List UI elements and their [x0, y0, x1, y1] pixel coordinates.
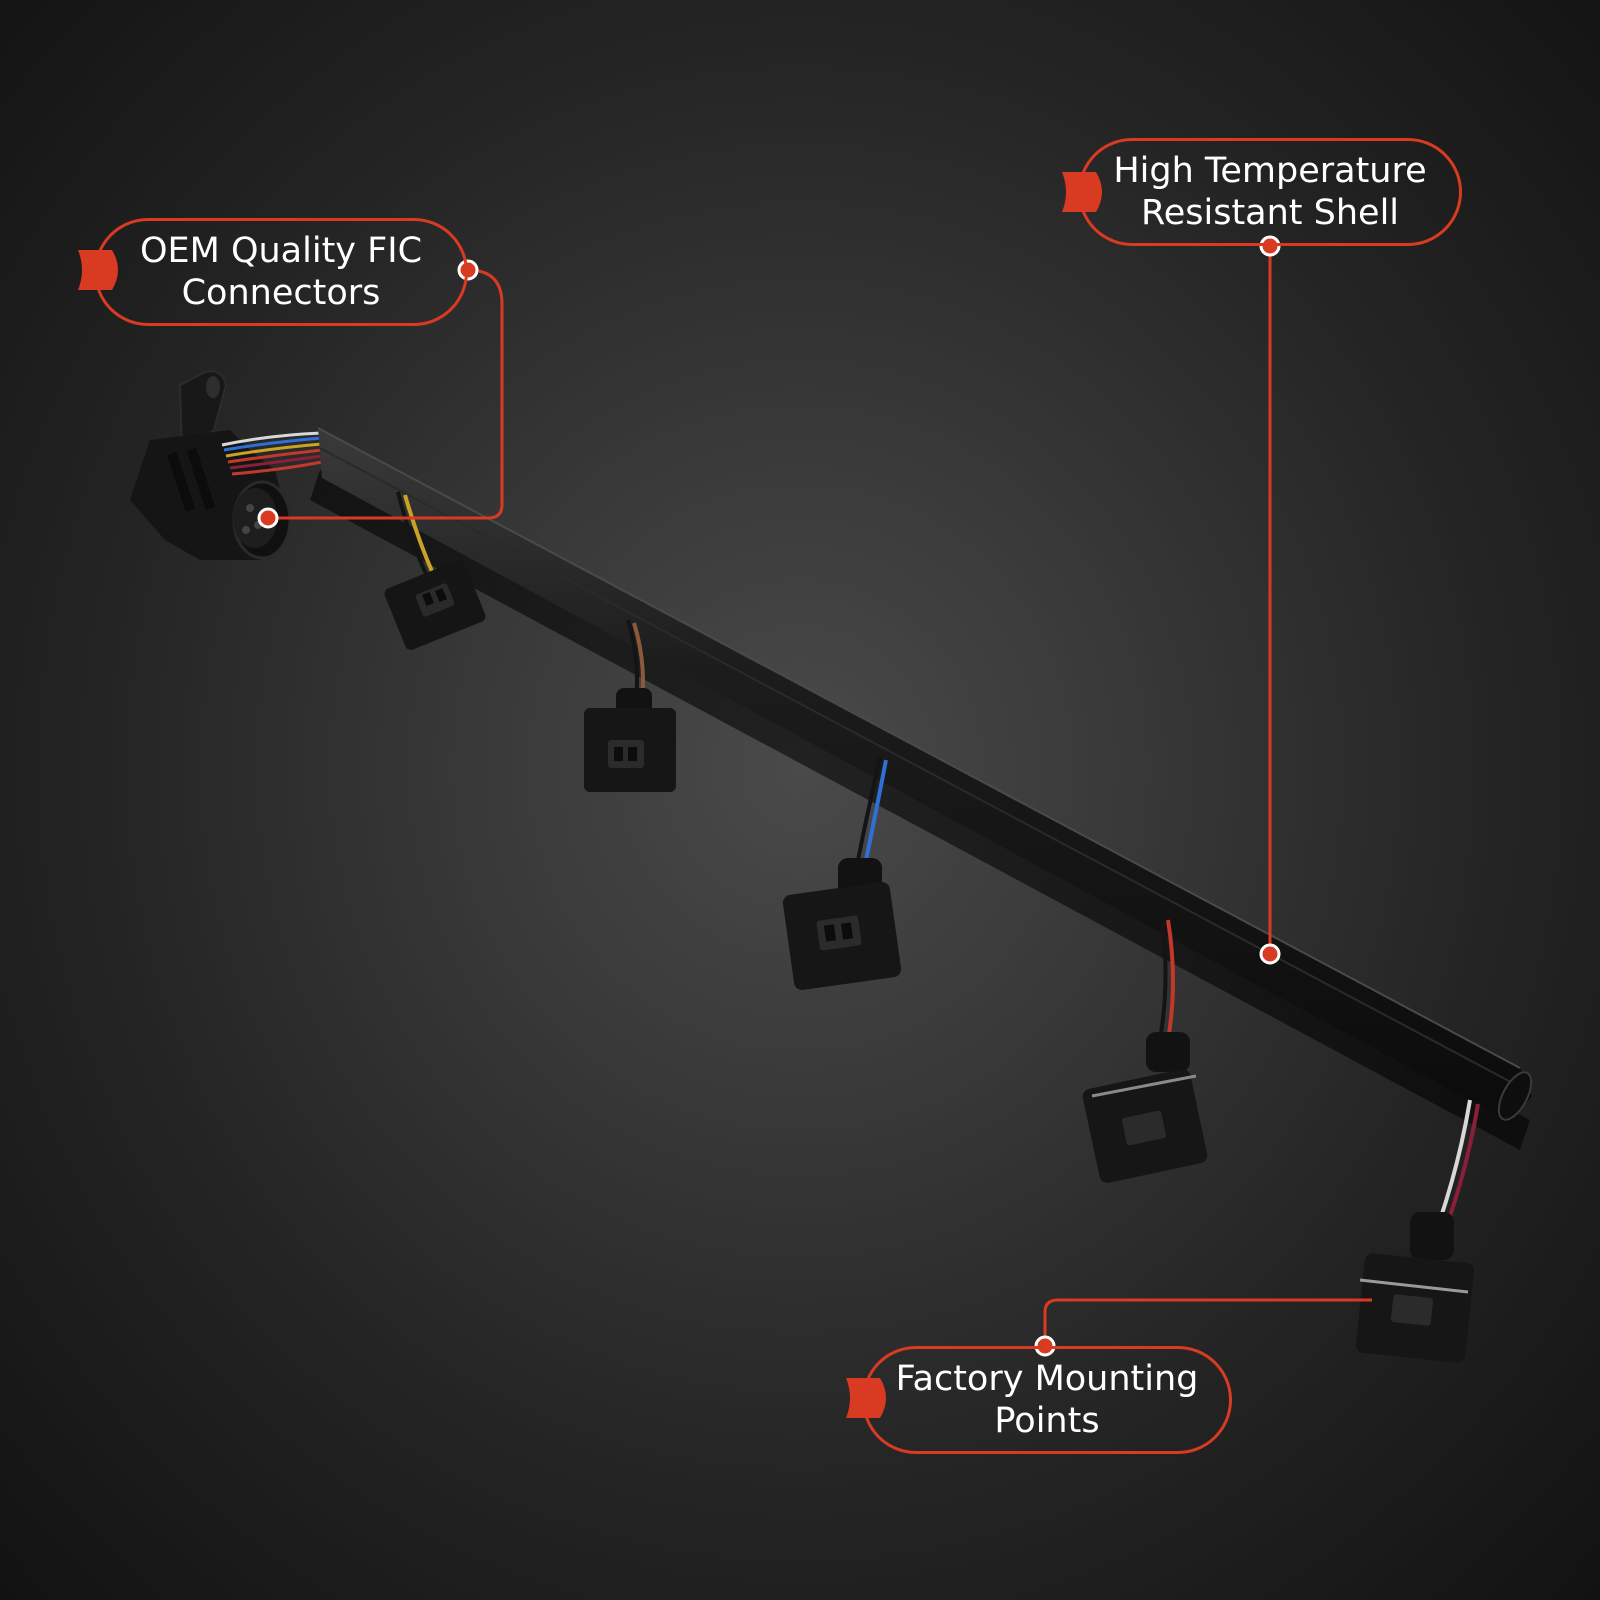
callout-oem-line1: OEM Quality FIC: [139, 231, 423, 271]
high-temp-box-dot: [1259, 235, 1281, 257]
injector-connector-3: [782, 858, 902, 991]
high-temp-target-dot: [1259, 943, 1281, 965]
callout-factory-mounting: Factory Mounting Points: [862, 1346, 1232, 1454]
callout-factory-line1: Factory Mounting: [895, 1359, 1199, 1399]
callout-factory-line2: Points: [994, 1401, 1100, 1441]
callout-oem-quality: OEM Quality FIC Connectors: [94, 218, 468, 326]
callout-high-temperature: High Temperature Resistant Shell: [1078, 138, 1462, 246]
callout-leaders: [268, 246, 1372, 1346]
harness-shadow: [310, 470, 1530, 1150]
injector-connector-4: [1082, 1032, 1208, 1183]
connector-wires: [221, 431, 323, 476]
leader-factory: [1043, 1298, 1372, 1346]
injector-connector-5: [1355, 1212, 1475, 1363]
injector-connector-2: [584, 688, 676, 792]
harness-shell: [317, 427, 1533, 1122]
callout-oem-line2: Connectors: [181, 273, 381, 313]
leader-oem: [268, 268, 504, 520]
marker-dots: [257, 235, 1281, 1357]
callout-high-line1: High Temperature: [1113, 151, 1427, 191]
callout-high-line2: Resistant Shell: [1140, 193, 1400, 233]
fic-connector: [130, 370, 292, 560]
injector-connector-1: [384, 560, 486, 650]
oem-target-dot: [257, 507, 279, 529]
